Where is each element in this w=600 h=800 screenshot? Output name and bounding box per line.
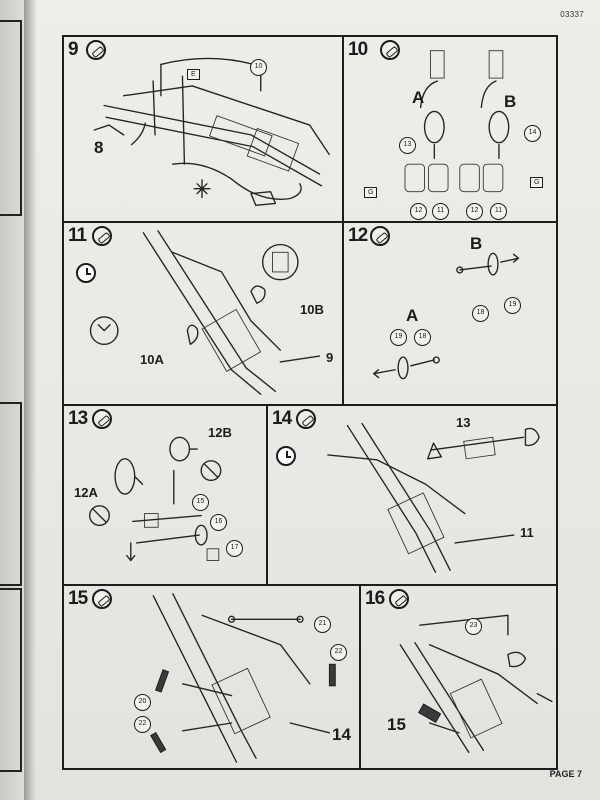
part-21-callout: 21 [314, 616, 331, 633]
step-number: 12 [348, 225, 368, 246]
part-19-callout: 19 [390, 329, 407, 346]
part-15-label: 15 [387, 715, 406, 734]
part-11-callout: 11 [490, 203, 507, 220]
glue-icon [370, 226, 390, 246]
steering-column-drawing [399, 614, 553, 754]
part-13-callout: 13 [399, 137, 416, 154]
part-22-callout: 22 [330, 644, 347, 661]
part-11-callout: 11 [432, 203, 449, 220]
step-number: 10 [348, 39, 368, 60]
step-11-panel: 11 10B 10A 9 [62, 221, 344, 406]
part-12-callout: 12 [410, 203, 427, 220]
part-12-callout: 12 [466, 203, 483, 220]
part-20-callout: 20 [134, 694, 151, 711]
glue-icon [86, 40, 106, 60]
wheel-hub-drawing [404, 50, 510, 193]
kit-code: 03337 [560, 10, 584, 19]
part-18-callout: 18 [472, 305, 489, 322]
previous-page-frame [0, 20, 22, 216]
step-number: 9 [68, 39, 79, 60]
glue-icon [389, 589, 409, 609]
step-15-panel: 15 14 21 22 20 22 [62, 584, 361, 770]
step-9-panel: 9 8 10 E [62, 35, 344, 223]
page-number: PAGE 7 [549, 769, 582, 779]
variant-b-label: B [504, 92, 517, 111]
step-number: 13 [68, 408, 88, 429]
step-14-panel: 14 13 11 [266, 404, 558, 586]
part-11-label: 11 [520, 525, 534, 540]
step-16-panel: 16 23 15 [359, 584, 558, 770]
glue-icon [380, 40, 400, 60]
part-12b-label: 12B [208, 425, 232, 440]
flag-e: E [187, 69, 200, 80]
previous-page-frame [0, 588, 22, 772]
clock-icon [76, 263, 96, 283]
step-12-panel: 12 B A 18 19 19 18 [342, 221, 558, 406]
book-spine [24, 0, 38, 800]
previous-page-frame [0, 402, 22, 586]
part-10a-label: 10A [140, 352, 164, 367]
rear-suspension-drawing [89, 230, 321, 395]
step-number: 11 [68, 225, 87, 246]
front-axle-drawing [327, 422, 540, 573]
part-14-callout: 14 [524, 125, 541, 142]
chassis-drawing [93, 57, 330, 207]
part-8-label: 8 [94, 138, 104, 157]
step-10-panel: 10 A B 13 14 12 11 12 11 G G [342, 35, 558, 223]
part-19-callout: 19 [504, 297, 521, 314]
previous-page-edge [0, 0, 28, 800]
glue-icon [92, 226, 112, 246]
part-22-callout: 22 [134, 716, 151, 733]
part-15-callout: 15 [192, 494, 209, 511]
step-13-panel: 13 12B 12A 15 16 17 [62, 404, 268, 586]
part-23-callout: 23 [465, 618, 482, 635]
part-18-callout: 18 [414, 329, 431, 346]
part-12a-label: 12A [74, 485, 98, 500]
clock-icon [276, 446, 296, 466]
glue-icon [92, 409, 112, 429]
part-13-label: 13 [456, 415, 471, 430]
variant-a-label: A [412, 88, 425, 107]
flag-g: G [530, 177, 544, 188]
variant-b-label: B [470, 234, 483, 253]
part-10-callout: 10 [250, 59, 267, 76]
part-16-callout: 16 [210, 514, 227, 531]
part-14-label: 14 [332, 725, 351, 744]
part-9-label: 9 [326, 350, 334, 365]
flag-g: G [364, 187, 378, 198]
step-number: 16 [365, 588, 385, 609]
part-10b-label: 10B [300, 302, 324, 317]
steering-assembly-drawing [89, 436, 222, 562]
part-17-callout: 17 [226, 540, 243, 557]
instruction-page: 03337 9 8 10 E 10 [36, 0, 600, 800]
glue-icon [92, 589, 112, 609]
variant-a-label: A [406, 306, 419, 325]
step-number: 15 [68, 588, 88, 609]
wheel-axle-drawing [373, 252, 520, 380]
step-number: 14 [272, 408, 292, 429]
glue-icon [296, 409, 316, 429]
steering-linkage-drawing [150, 593, 336, 763]
